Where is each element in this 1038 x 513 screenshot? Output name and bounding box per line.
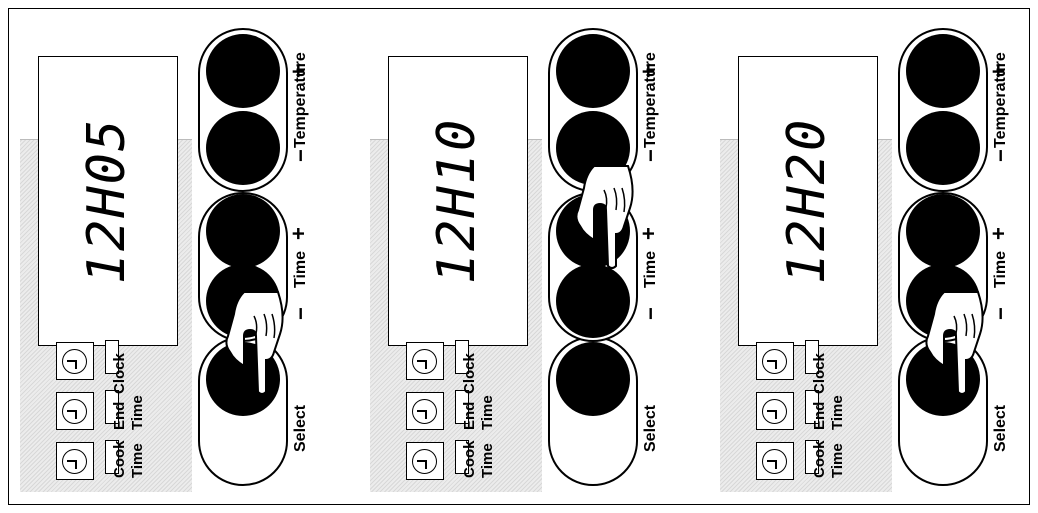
pointing-hand-icon [220,286,290,396]
oven-panel-2: 12H10 Cook Time End Time Clock Select − … [370,22,700,492]
temperature-plus-button[interactable] [206,34,280,108]
temperature-label: Temperature [992,52,1010,148]
temperature-plus-button[interactable] [556,34,630,108]
oven-panel-1: 12H05 Cook Time End Time Clock Select − … [20,22,350,492]
temperature-label: Temperature [642,52,660,148]
pointing-hand-icon [570,160,640,270]
temperature-plus-button[interactable] [906,34,980,108]
pointing-hand-icon [920,286,990,396]
temperature-pill-main [198,28,288,192]
temperature-minus-button[interactable] [906,111,980,185]
temperature-minus-sign: − [640,149,662,162]
temperature-minus-button[interactable] [206,111,280,185]
temperature-minus-sign: − [990,149,1012,162]
temperature-label: Temperature [292,52,310,148]
temperature-minus-sign: − [290,149,312,162]
oven-panel-3: 12H20 Cook Time End Time Clock Select − … [720,22,1038,492]
temperature-pill-main [898,28,988,192]
